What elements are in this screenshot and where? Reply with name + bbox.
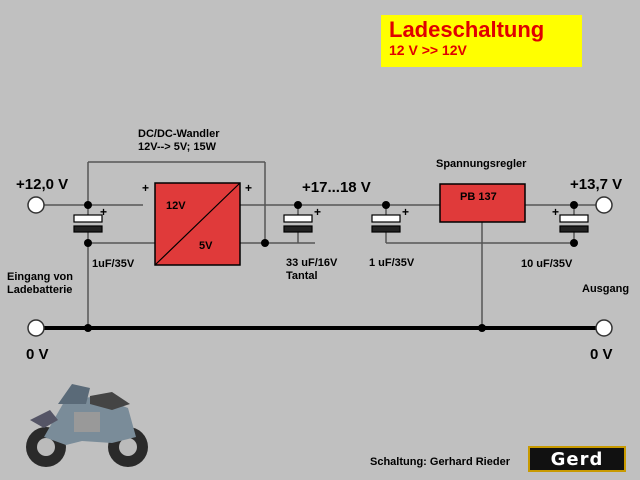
junction-dot [84, 324, 92, 332]
author-logo: Gerd [528, 446, 626, 472]
converter-input-label: 12V [166, 200, 186, 212]
motorcycle-icon [26, 384, 148, 467]
ground-right: 0 V [590, 346, 613, 363]
converter-heading-2: 12V--> 5V; 15W [138, 141, 216, 153]
output-port-label: Ausgang [582, 283, 630, 295]
input-port-label-1: Eingang von [7, 271, 73, 283]
title-main: Ladeschaltung [389, 17, 545, 42]
converter-heading-1: DC/DC-Wandler [138, 128, 220, 140]
capacitor-c1 [73, 214, 103, 233]
converter-input-plus: + [142, 181, 150, 195]
converter-output-label: 5V [199, 240, 213, 252]
regulator-heading: Spannungsregler [436, 158, 527, 170]
c2-plus: + [314, 205, 322, 219]
input-port-label-2: Ladebatterie [7, 284, 73, 296]
c3-plus: + [402, 205, 410, 219]
title-sub: 12 V >> 12V [389, 42, 467, 58]
junction-dots [84, 201, 578, 332]
junction-dot [478, 324, 486, 332]
junction-dot [84, 201, 92, 209]
junction-dot [84, 239, 92, 247]
mid-voltage: +17...18 V [302, 179, 371, 196]
output-voltage: +13,7 V [570, 176, 623, 193]
junction-dot [294, 201, 302, 209]
junction-dot [261, 239, 269, 247]
input-voltage: +12,0 V [16, 176, 69, 193]
output-plus-terminal [595, 196, 613, 214]
ground-left: 0 V [26, 346, 49, 363]
dcdc-converter-block [154, 182, 241, 266]
junction-dot [570, 201, 578, 209]
c4-plus: + [552, 205, 560, 219]
credit-text: Schaltung: Gerhard Rieder [370, 456, 510, 468]
title-box: Ladeschaltung 12 V >> 12V [381, 15, 582, 67]
c4-label: 10 uF/35V [521, 258, 573, 270]
capacitors [73, 214, 589, 233]
regulator-label: PB 137 [460, 191, 497, 203]
c2-label-2: Tantal [286, 270, 318, 282]
converter-output-plus: + [245, 181, 253, 195]
input-plus-terminal [27, 196, 45, 214]
terminals [27, 196, 613, 337]
regulator-block [439, 183, 526, 223]
junction-dot [382, 201, 390, 209]
capacitor-c3 [371, 214, 401, 233]
c3-label: 1 uF/35V [369, 257, 415, 269]
output-ground-terminal [595, 319, 613, 337]
c1-plus: + [100, 205, 108, 219]
input-ground-terminal [27, 319, 45, 337]
capacitor-c2 [283, 214, 313, 233]
c1-label: 1uF/35V [92, 258, 135, 270]
c2-label-1: 33 uF/16V [286, 257, 338, 269]
junction-dot [570, 239, 578, 247]
logo-text: Gerd [550, 449, 604, 470]
capacitor-c4 [559, 214, 589, 233]
